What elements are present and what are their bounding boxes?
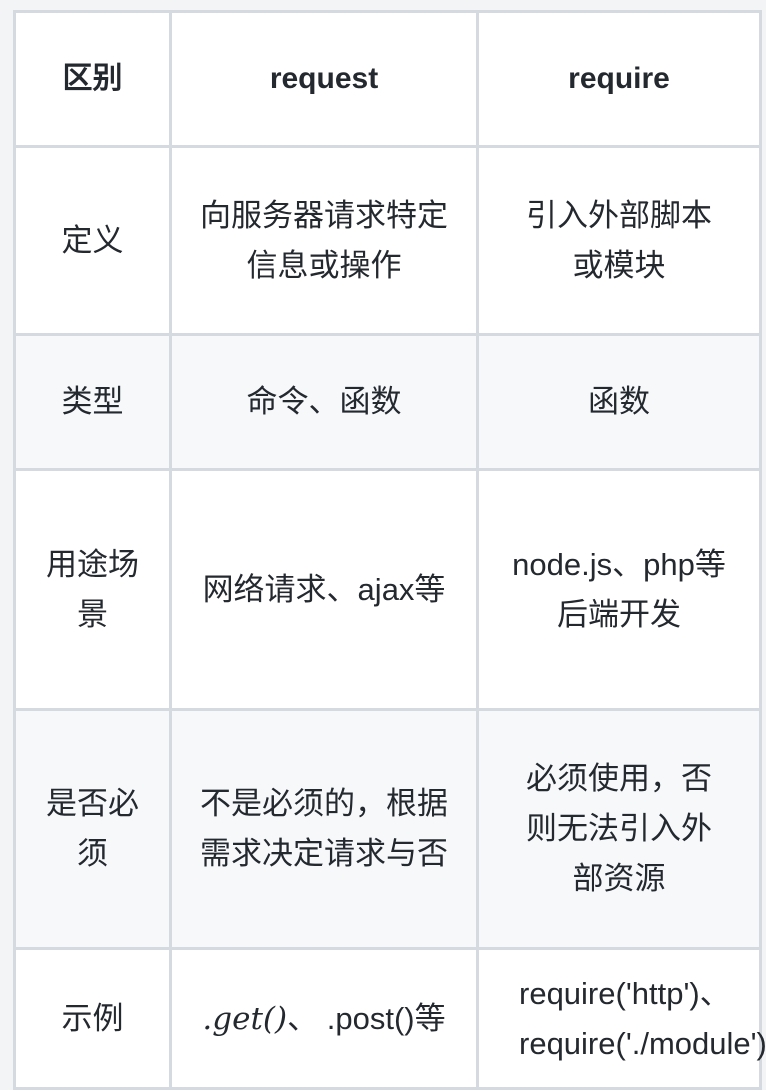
table-row: 类型 命令、函数 函数 [13, 333, 762, 471]
row-label: 是否必须 [13, 708, 172, 950]
request-cell: 命令、函数 [169, 333, 479, 471]
comparison-table-container: 区别 request require 定义 向服务器请求特定信息或操作 引入外部… [13, 10, 766, 1090]
row-label: 示例 [13, 947, 172, 1090]
request-cell: 不是必须的，根据需求决定请求与否 [169, 708, 479, 950]
require-cell: require('http')、require('./module') [476, 947, 766, 1090]
header-row: 区别 request require [13, 10, 762, 148]
request-example-rest: .post()等 [326, 1000, 446, 1036]
require-cell: 必须使用，否则无法引入外部资源 [476, 708, 762, 950]
separator: 、 [287, 1000, 319, 1036]
require-cell: 引入外部脚本或模块 [476, 145, 762, 336]
comparison-table: 区别 request require 定义 向服务器请求特定信息或操作 引入外部… [13, 10, 766, 1090]
request-cell: .get()、 .post()等 [169, 947, 479, 1090]
header-require: require [476, 10, 762, 148]
request-cell: 向服务器请求特定信息或操作 [169, 145, 479, 336]
math-expression: .get() [202, 1000, 288, 1037]
header-difference: 区别 [13, 10, 172, 148]
header-request: request [169, 10, 479, 148]
row-label: 用途场景 [13, 468, 172, 711]
table-row: 示例 .get()、 .post()等 require('http')、requ… [13, 947, 766, 1090]
table-row: 用途场景 网络请求、ajax等 node.js、php等后端开发 [13, 468, 762, 711]
request-cell: 网络请求、ajax等 [169, 468, 479, 711]
table-row: 定义 向服务器请求特定信息或操作 引入外部脚本或模块 [13, 145, 762, 336]
require-cell: 函数 [476, 333, 762, 471]
row-label: 类型 [13, 333, 172, 471]
table-row: 是否必须 不是必须的，根据需求决定请求与否 必须使用，否则无法引入外部资源 [13, 708, 762, 950]
require-cell: node.js、php等后端开发 [476, 468, 762, 711]
row-label: 定义 [13, 145, 172, 336]
